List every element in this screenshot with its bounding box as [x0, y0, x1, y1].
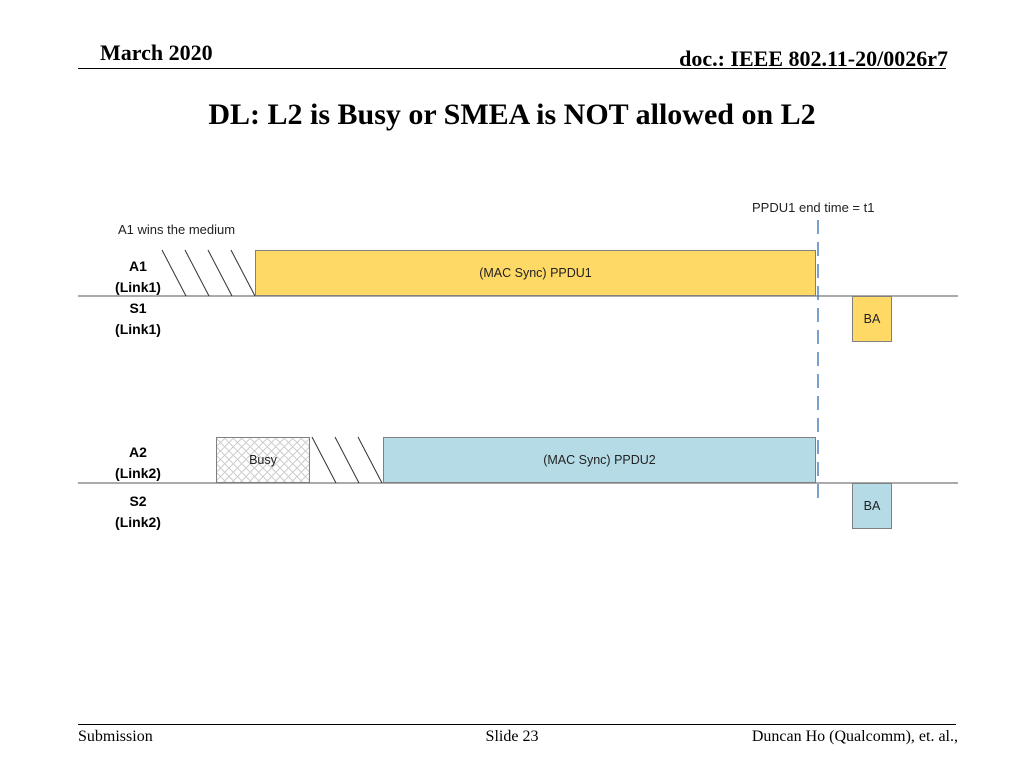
- link2-backoff-slashes: [311, 436, 383, 484]
- ppdu2-box: (MAC Sync) PPDU2: [383, 437, 816, 483]
- ba2-box: BA: [852, 483, 892, 529]
- note-a1-wins: A1 wins the medium: [118, 222, 236, 237]
- ba1-box: BA: [852, 296, 892, 342]
- footer-submission: Submission: [78, 728, 153, 745]
- label-a1: A1 (Link1): [115, 258, 161, 295]
- footer-slide-number: Slide 23: [485, 728, 539, 745]
- header-rule: [78, 68, 946, 69]
- link1-backoff-slashes: [161, 249, 256, 297]
- ppdu1-box: (MAC Sync) PPDU1: [255, 250, 816, 296]
- footer-rule: [78, 724, 956, 725]
- label-a2: A2 (Link2): [115, 444, 161, 481]
- note-ppdu1-end-time: PPDU1 end time = t1: [752, 200, 875, 215]
- label-s2: S2 (Link2): [115, 493, 161, 530]
- busy-box: Busy: [216, 437, 310, 483]
- header-doc-id: doc.: IEEE 802.11-20/0026r7: [679, 46, 948, 71]
- label-s1: S1 (Link1): [115, 300, 161, 337]
- slide-title: DL: L2 is Busy or SMEA is NOT allowed on…: [208, 98, 816, 131]
- header-date: March 2020: [100, 40, 213, 65]
- footer-author: Duncan Ho (Qualcomm), et. al.,: [751, 728, 958, 745]
